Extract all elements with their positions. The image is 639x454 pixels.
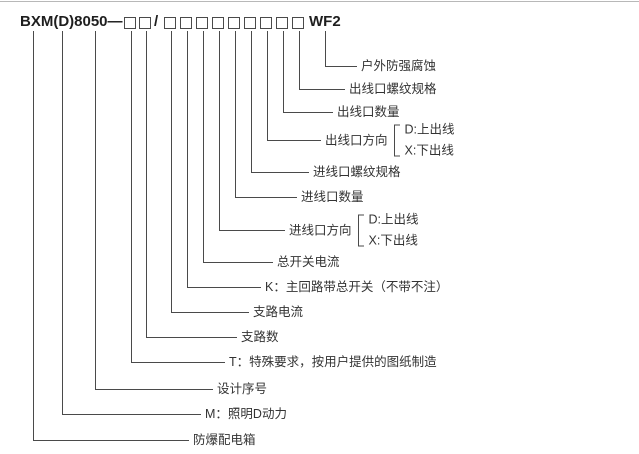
designation-label-text: 进线口方向 bbox=[289, 223, 352, 237]
designation-label-text: 出线口螺纹规格 bbox=[349, 82, 437, 96]
designation-label-text: 设计序号 bbox=[217, 382, 268, 396]
model-code-box bbox=[196, 17, 208, 29]
model-code-prefix: BXM(D)8050— bbox=[20, 13, 123, 30]
direction-option: X:下出线 bbox=[368, 233, 418, 248]
direction-options-bracket bbox=[357, 214, 364, 246]
model-code-box bbox=[276, 17, 288, 29]
connector-line bbox=[266, 31, 321, 141]
model-code-box bbox=[180, 17, 192, 29]
designation-label-text: T：特殊要求，按用户提供的图纸制造 bbox=[229, 355, 437, 369]
model-code-box bbox=[244, 17, 256, 29]
model-code-box bbox=[228, 17, 240, 29]
designation-label: 进线口数量 bbox=[301, 190, 364, 204]
designation-label: 户外防强腐蚀 bbox=[361, 59, 436, 73]
connector-line bbox=[234, 31, 297, 198]
connector-line bbox=[95, 31, 213, 390]
designation-label-text: 支路数 bbox=[241, 330, 279, 344]
connector-line bbox=[218, 31, 285, 231]
designation-label-text: 进线口螺纹规格 bbox=[313, 165, 401, 179]
direction-option: X:下出线 bbox=[404, 143, 454, 158]
connector-line bbox=[145, 31, 237, 338]
designation-label-text: K：主回路带总开关（不带不注） bbox=[265, 280, 449, 294]
connector-line bbox=[282, 31, 333, 113]
designation-label: 防爆配电箱 bbox=[193, 433, 256, 447]
designation-label: M：照明D动力 bbox=[205, 407, 287, 421]
model-code-box bbox=[164, 17, 176, 29]
designation-label: 总开关电流 bbox=[277, 255, 340, 269]
connector-line bbox=[250, 31, 309, 173]
designation-label: 支路电流 bbox=[253, 305, 303, 319]
designation-label: 进线口螺纹规格 bbox=[313, 165, 401, 179]
connector-line bbox=[325, 31, 357, 67]
designation-label-text: 支路电流 bbox=[253, 305, 304, 319]
direction-options: D:上出线 X:下出线 bbox=[405, 123, 455, 158]
connector-line bbox=[186, 31, 261, 288]
designation-label: 出线口方向 D:上出线 X:下出线 bbox=[325, 123, 455, 158]
direction-options: D:上出线 X:下出线 bbox=[369, 213, 419, 248]
model-code-box bbox=[260, 17, 272, 29]
designation-label-text: 出线口方向 bbox=[325, 133, 388, 147]
connector-line bbox=[33, 31, 189, 441]
designation-label-text: 总开关电流 bbox=[277, 255, 340, 269]
designation-label: K：主回路带总开关（不带不注） bbox=[265, 280, 448, 294]
designation-label: 出线口数量 bbox=[337, 105, 400, 119]
designation-label: 进线口方向 D:上出线 X:下出线 bbox=[289, 213, 419, 248]
designation-label-text: 户外防强腐蚀 bbox=[361, 59, 437, 73]
designation-label: 出线口螺纹规格 bbox=[349, 82, 437, 96]
designation-label-text: 防爆配电箱 bbox=[193, 433, 256, 447]
model-code-box bbox=[124, 17, 136, 29]
model-code-slash: / bbox=[154, 13, 159, 30]
direction-option: D:上出线 bbox=[404, 122, 455, 137]
page-top-rule bbox=[0, 1, 639, 2]
designation-label: 支路数 bbox=[241, 330, 279, 344]
designation-label-text: M：照明D动力 bbox=[205, 407, 287, 421]
connector-line bbox=[298, 31, 345, 90]
model-code-box bbox=[212, 17, 224, 29]
designation-label: T：特殊要求，按用户提供的图纸制造 bbox=[229, 355, 437, 369]
direction-option: D:上出线 bbox=[368, 212, 419, 227]
model-code-box bbox=[139, 17, 151, 29]
designation-label-text: 进线口数量 bbox=[301, 190, 364, 204]
designation-label: 设计序号 bbox=[217, 382, 267, 396]
direction-options-bracket bbox=[393, 124, 400, 156]
connector-line bbox=[62, 31, 201, 415]
designation-label-text: 出线口数量 bbox=[337, 105, 400, 119]
connector-line bbox=[130, 31, 225, 363]
model-code-suffix: WF2 bbox=[309, 13, 341, 30]
connector-line bbox=[170, 31, 249, 313]
connector-line bbox=[202, 31, 273, 263]
model-code-box bbox=[292, 17, 304, 29]
